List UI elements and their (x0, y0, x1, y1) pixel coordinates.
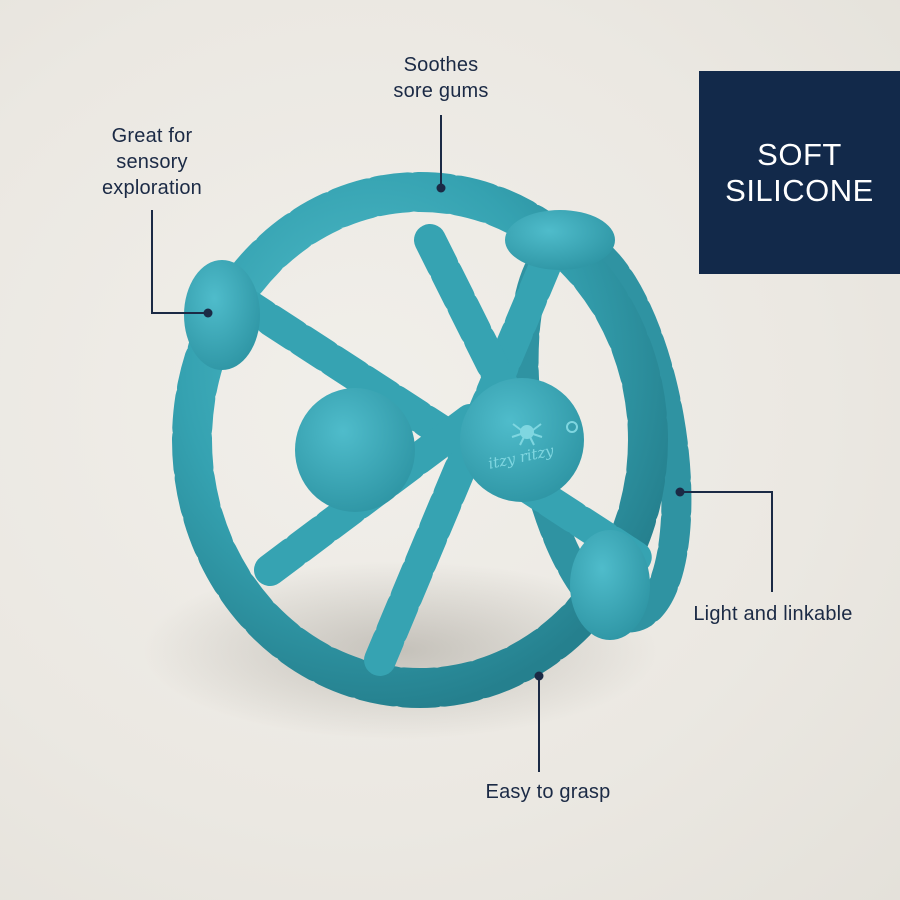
callout-sensory-line3: exploration (101, 177, 203, 199)
back-disc (295, 388, 415, 512)
callout-sensory: Great for sensory exploration (86, 123, 218, 201)
callout-gums-line1: Soothes (403, 54, 479, 76)
brand-spider-icon (511, 421, 578, 446)
callout-linkable: Light and linkable (693, 603, 853, 625)
callout-sensory-line2: sensory (116, 151, 188, 173)
left-disc (184, 260, 260, 370)
callout-gums: Soothes sore gums (386, 52, 496, 104)
callout-lines (151, 115, 773, 772)
soft-silicone-badge: SOFT SILICONE (699, 71, 900, 274)
right-disc (570, 530, 650, 640)
top-disc (505, 210, 615, 270)
callout-grasp: Easy to grasp (485, 781, 611, 803)
callout-sensory-line1: Great for (111, 125, 193, 147)
outer-ring (172, 172, 668, 708)
badge-line2: SILICONE (725, 172, 874, 208)
callout-gums-line2: sore gums (393, 80, 489, 102)
callout-dots (203, 183, 685, 681)
badge-line1: SOFT (757, 136, 842, 172)
